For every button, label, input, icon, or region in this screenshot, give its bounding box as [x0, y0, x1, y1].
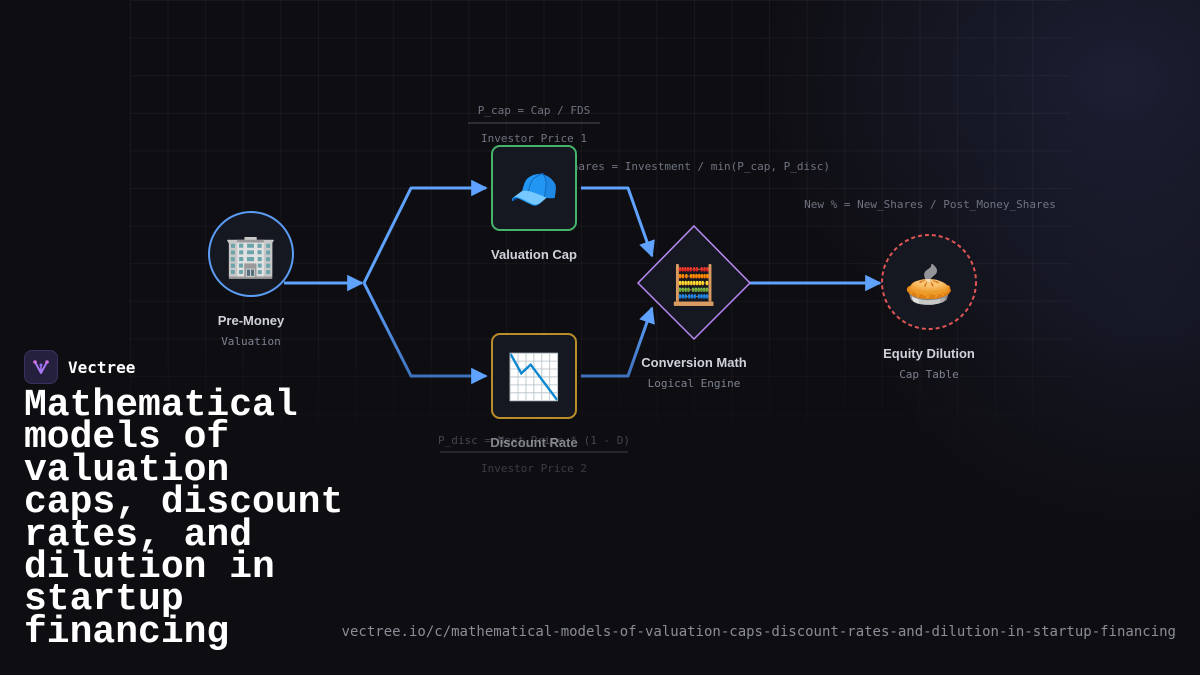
- node-valuation-cap[interactable]: 🧢 Valuation Cap: [491, 145, 577, 262]
- cap-icon: 🧢: [509, 167, 559, 213]
- node-pre-money[interactable]: 🏢 Pre-Money Valuation: [208, 211, 294, 348]
- chart-decreasing-icon: 📉: [507, 352, 562, 403]
- node-conversion-math-title: Conversion Math: [641, 355, 747, 370]
- edge-split-to-discount-rate: [362, 282, 488, 385]
- node-pre-money-shape: [208, 211, 294, 297]
- formula-discount-price: P_disc = Next_Price * (1 - D): [438, 434, 630, 447]
- pie-icon: 🥧: [904, 262, 954, 308]
- edge-split-to-valuation-cap: [362, 179, 488, 284]
- node-equity-dilution-subtitle: Cap Table: [899, 368, 959, 381]
- formula-discount-price-label: Investor Price 2: [481, 462, 587, 475]
- brand[interactable]: Vectree: [24, 350, 135, 384]
- node-pre-money-title: Pre-Money: [218, 313, 285, 328]
- formula-cap-price: P_cap = Cap / FDS: [478, 104, 591, 117]
- node-equity-dilution-title: Equity Dilution: [883, 346, 975, 361]
- node-discount-rate[interactable]: 📉 Discount Rate: [490, 333, 578, 450]
- node-conversion-math[interactable]: 🧮 Conversion Math Logical Engine: [636, 224, 752, 390]
- edge-cap-to-conversion: [581, 186, 655, 258]
- node-conversion-math-subtitle: Logical Engine: [648, 377, 741, 390]
- abacus-icon: 🧮: [670, 263, 717, 307]
- node-discount-rate-title: Discount Rate: [490, 435, 577, 450]
- node-discount-rate-shape: [491, 333, 577, 419]
- formula-shares: Shares = Investment / min(P_cap, P_disc): [565, 160, 830, 173]
- vectree-logo-icon: [24, 350, 58, 384]
- node-pre-money-subtitle: Valuation: [221, 335, 281, 348]
- node-conversion-math-shape: [636, 224, 752, 341]
- formula-new-percent: New % = New_Shares / Post_Money_Shares: [804, 198, 1056, 211]
- node-equity-dilution-shape: [881, 234, 977, 330]
- node-valuation-cap-title: Valuation Cap: [491, 247, 577, 262]
- building-icon: 🏢: [225, 231, 277, 280]
- page-title: Mathematical models of valuation caps, d…: [24, 384, 344, 654]
- node-valuation-cap-shape: [491, 145, 577, 231]
- formula-cap-price-label: Investor Price 1: [481, 132, 587, 145]
- edge-discount-to-conversion: [581, 306, 655, 378]
- page-url[interactable]: vectree.io/c/mathematical-models-of-valu…: [341, 624, 1176, 640]
- edges: [284, 179, 882, 385]
- brand-name: Vectree: [68, 357, 136, 377]
- node-equity-dilution[interactable]: 🥧 Equity Dilution Cap Table: [881, 234, 977, 381]
